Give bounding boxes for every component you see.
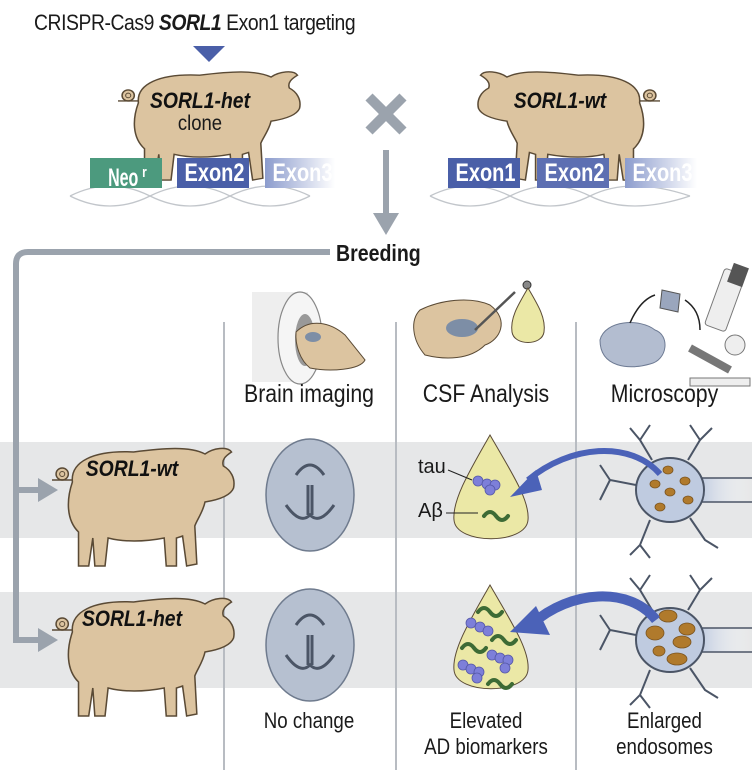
breeding-label: Breeding [336, 240, 421, 266]
down-arrow-icon [373, 213, 399, 235]
exon2-het-box: Exon2 [177, 158, 249, 188]
column-divider-2 [395, 322, 397, 770]
result-microscopy: Enlarged endosomes [616, 708, 713, 759]
column-header-csf: CSF Analysis [422, 380, 550, 408]
offspring-wt-label: SORL1-wt [85, 456, 179, 481]
tau-cluster [472, 475, 501, 496]
down-triangle-icon [193, 46, 225, 62]
result-imaging: No change [263, 708, 355, 733]
exon3-wt-box: Exon3 [625, 158, 697, 188]
cross-icon [365, 93, 407, 135]
arrow-to-wt-icon [38, 478, 58, 502]
column-header-imaging: Brain imaging [244, 380, 374, 408]
tau-label: tau [418, 456, 446, 478]
gene-name: SORL1 [158, 10, 222, 35]
csf-sampling-icon [413, 280, 545, 359]
microscope-icon [599, 262, 751, 387]
parent-het-label: SORL1-het [149, 88, 251, 113]
neuron-wt-icon [599, 424, 752, 559]
column-divider-3 [575, 322, 577, 770]
dna-helix-wt [429, 185, 691, 207]
abeta-label: Aβ [418, 500, 443, 522]
brain-scan-wt-icon [265, 438, 355, 552]
parent-het-sublabel: clone [177, 112, 223, 135]
neuron-het-icon [599, 574, 752, 709]
mri-scanner-icon [252, 291, 366, 385]
column-divider-1 [223, 322, 225, 770]
result-csf: Elevated AD biomarkers [424, 708, 548, 759]
exon1-wt-box: Exon1 [448, 158, 520, 188]
arrow-neuron-to-csf-wt-icon [510, 447, 663, 497]
figure-title: CRISPR-Cas9 SORL1 Exon1 targeting [34, 10, 356, 35]
breeding-connector [13, 249, 330, 643]
exon3-het-box: Exon3 [265, 158, 335, 188]
parent-wt-label: SORL1-wt [513, 88, 607, 113]
exon2-wt-box: Exon2 [537, 158, 609, 188]
abeta-strand [482, 510, 510, 522]
arrow-to-het-icon [38, 628, 58, 652]
offspring-het-label: SORL1-het [81, 606, 183, 631]
column-header-microscopy: Microscopy [610, 380, 719, 408]
arrow-neuron-to-csf-het-icon [510, 591, 660, 635]
csf-drop-wt-icon [446, 433, 529, 540]
brain-scan-het-icon [265, 588, 355, 702]
csf-drop-het-icon [453, 583, 529, 690]
